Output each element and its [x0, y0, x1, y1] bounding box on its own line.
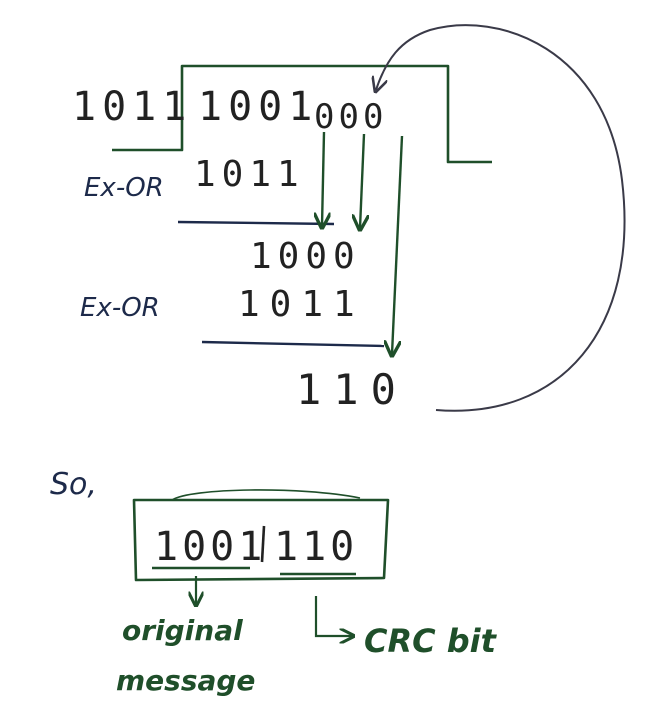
bring-down-arrow-1	[322, 131, 324, 226]
result-box-top-link	[171, 489, 361, 501]
crc-pointer	[314, 596, 352, 636]
exor-label-2: Ex-OR	[80, 293, 160, 323]
division-bracket	[112, 64, 492, 164]
original-label-line2: message	[116, 664, 255, 697]
result-crc-text: 110	[274, 524, 358, 570]
so-label: So,	[50, 467, 97, 502]
result-divider	[260, 525, 266, 563]
exor-label-1: Ex-OR	[84, 173, 164, 203]
original-label-line1: original	[122, 614, 243, 647]
result-box	[132, 498, 390, 582]
bring-down-arrow-2	[360, 133, 364, 228]
step2-value-text: 1011	[238, 284, 365, 325]
bring-down-arrow-3	[392, 135, 404, 354]
appended-zeros-text: 000	[314, 97, 387, 137]
intermediate-text: 1000	[250, 236, 361, 277]
step1-value-text: 1011	[194, 154, 305, 195]
subtraction-line-1	[177, 220, 335, 226]
result-message-text: 1001	[154, 524, 266, 570]
remainder-text: 110	[296, 365, 408, 414]
remainder-loop-arrow	[376, 24, 626, 412]
dividend-message-text: 1001	[198, 84, 318, 130]
divisor-text: 1011	[72, 84, 192, 130]
crc-label: CRC bit	[364, 622, 498, 660]
subtraction-line-2	[201, 340, 385, 348]
